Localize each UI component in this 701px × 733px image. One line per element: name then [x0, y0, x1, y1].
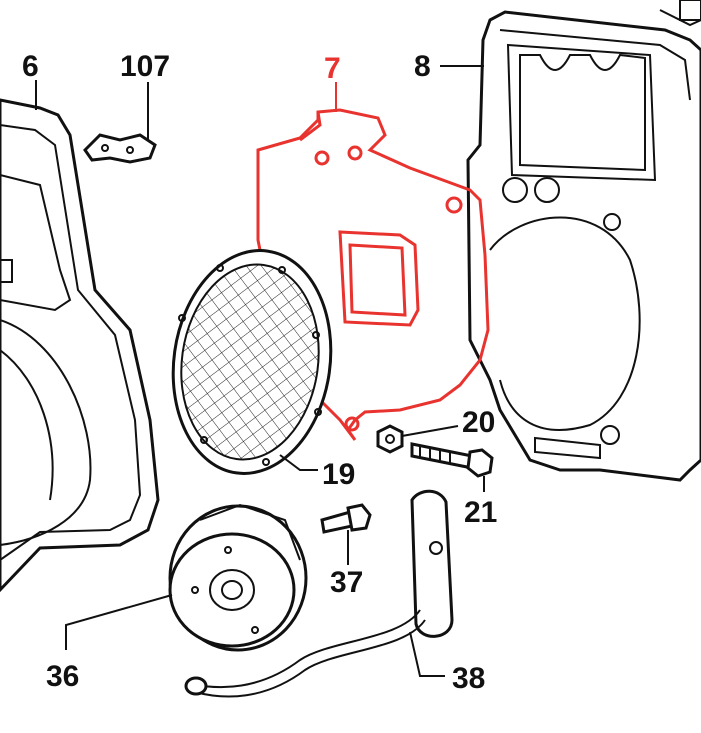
part-8-cover-plate	[466, 0, 701, 482]
part-20-nut	[376, 424, 404, 454]
label-part-6: 6	[22, 50, 39, 83]
leader-lines	[35, 65, 485, 677]
label-part-8: 8	[414, 50, 431, 83]
label-part-107: 107	[120, 50, 170, 83]
part-19-mesh-screen	[171, 249, 333, 475]
leader-38	[409, 631, 445, 677]
leader-19	[279, 454, 318, 471]
part-38-starter-handle	[184, 489, 454, 698]
part-21-bolt	[410, 442, 494, 478]
label-part-7: 7	[324, 52, 341, 85]
label-part-20: 20	[462, 406, 495, 439]
leader-36	[65, 594, 173, 650]
part-6-fan-housing	[0, 98, 160, 593]
part-labels: 6 107 7 8 20 19 21 37 36 38	[22, 50, 497, 695]
label-part-21: 21	[464, 496, 497, 529]
label-part-37: 37	[330, 566, 363, 599]
label-part-38: 38	[452, 662, 485, 695]
label-part-19: 19	[322, 458, 355, 491]
label-part-36: 36	[46, 660, 79, 693]
part-37-screw	[320, 503, 372, 534]
part-36-pulley	[168, 503, 308, 652]
leader-20	[401, 425, 459, 437]
part-107-clip	[83, 133, 157, 164]
